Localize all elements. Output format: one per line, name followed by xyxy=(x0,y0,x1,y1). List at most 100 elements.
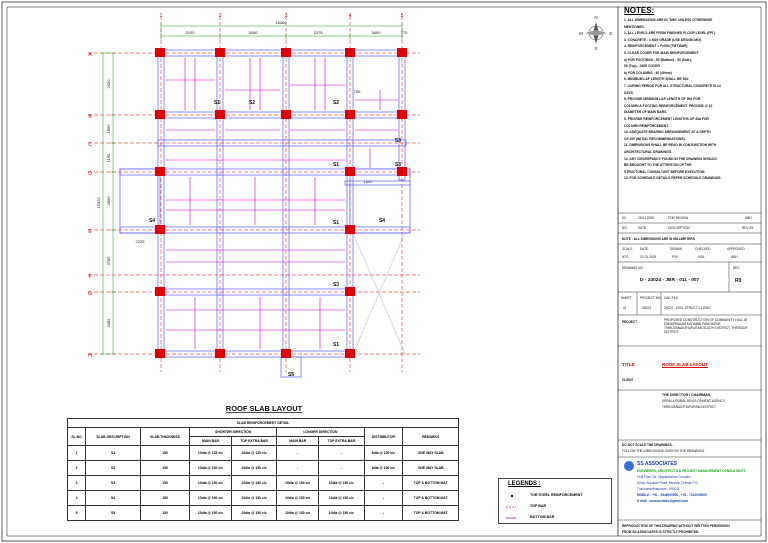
bay-dimension: 3100 xyxy=(186,30,196,35)
table-cell: 10dia @ 150 c/c xyxy=(318,505,365,521)
table-cell: 10dia @ 150 c/c xyxy=(318,490,365,506)
note-line: 2. ALL LEVELS ARE FROM FINISHED FLOOR LE… xyxy=(624,31,716,36)
slab-mark: S4 xyxy=(379,218,385,224)
rev-header-desc: DESCRIPTION xyxy=(668,226,690,230)
title-label: TITLE xyxy=(622,362,635,367)
info-scale-label: SCALE xyxy=(622,247,633,251)
table-cell: 150 xyxy=(139,490,191,506)
legend-item: TOP BAR xyxy=(530,504,547,508)
note-line: 13. FOR SCHEDULE DETAILS REFER SCHEDULE … xyxy=(624,176,722,181)
group-header-long: LONGER DIRECTION xyxy=(276,427,365,437)
firm-line2: First Floor 2A, Vijayalakshmi Complex, xyxy=(637,475,692,479)
table-cell: - xyxy=(276,445,320,461)
table-cell: 1 xyxy=(66,445,87,461)
table-cell: 5 xyxy=(66,505,87,521)
opening-cross xyxy=(352,232,406,355)
dimension-lines xyxy=(100,23,403,355)
beams xyxy=(119,49,411,378)
table-cell: S3 xyxy=(85,475,141,491)
rev-header-by: REV BY xyxy=(742,226,754,230)
table-cell: 10dia @ 150 c/c xyxy=(318,475,365,491)
small-dimension: 750 xyxy=(354,89,361,94)
firm-line4: Thiruvananthapuram - 695011 xyxy=(637,487,680,491)
firm-line1: ENGINEERS, ARCHITECTS & PROJECT MANAGEME… xyxy=(637,469,746,473)
col-header: MAIN BAR xyxy=(276,436,320,446)
client-line2: KERALA RURAL DEVELOPMENT AGENCY, xyxy=(662,399,726,403)
drawing-no: D - 24024 - JBR - 011 - 007 xyxy=(640,278,700,283)
col-header: SLAB DESCRIPTION xyxy=(85,427,141,446)
info-scale: NTS xyxy=(622,255,629,259)
copyright-1: DO NOT SCALE THE DRAWINGS. xyxy=(622,443,673,447)
grid-row-label: C xyxy=(88,142,92,148)
rev-header-date: DATE xyxy=(638,226,647,230)
svg-text:N: N xyxy=(594,15,597,20)
note-line: b) FOR COLUMNS : 40 (40mm) xyxy=(624,70,672,75)
table-cell: ONE WAY SLAB xyxy=(402,445,459,461)
dimension-texts: 16460 3100 3000 3375 3400 770 2030 1890 … xyxy=(96,20,408,327)
info-checked: VSA xyxy=(698,255,705,259)
slab-mark: S3 xyxy=(333,282,339,288)
row-dimension: 3082 xyxy=(106,318,111,328)
rev-description: FOR REVIEW xyxy=(668,216,689,220)
rev-header-no: NO xyxy=(622,226,627,230)
table-cell: 4 xyxy=(66,490,87,506)
legend-item: TOR STEEL REINFORCEMENT xyxy=(530,493,583,497)
info-drawn: PVK xyxy=(672,255,679,259)
grid-col-label: 1 xyxy=(160,13,163,19)
table-cell: - xyxy=(318,460,365,476)
sheet-no: 01 xyxy=(623,306,627,310)
info-date: 21-01-2025 xyxy=(640,255,657,259)
table-cell: TOP & BOTTOM MAT xyxy=(402,475,459,491)
project-no-label: PROJECT NO xyxy=(640,296,661,300)
info-approved-label: APPROVED xyxy=(727,247,745,251)
slab-mark: S5 xyxy=(288,372,294,378)
firm-line3: Ulloor-Akkulam Road, Medical College P.O… xyxy=(637,481,699,485)
overall-dimension: 16460 xyxy=(275,20,287,25)
small-dimension: 2225 xyxy=(136,239,146,244)
table-cell: 10dia @ 150 c/c xyxy=(230,490,278,506)
note-line: 3. CONCRETE : = M25 GRADE (USE DESIGN MI… xyxy=(624,37,702,42)
grid-col-label: 5 xyxy=(401,13,404,19)
bay-dimension: 3400 xyxy=(372,30,382,35)
title-value: ROOF SLAB LAYOUT xyxy=(662,362,708,367)
drawing-no-label: DRAWING NO xyxy=(622,266,643,270)
table-cell: 3 xyxy=(66,475,87,491)
grid-row-label: B xyxy=(88,114,92,120)
col-header: TOP EXTRA BAR xyxy=(230,436,278,446)
rev-value: R0 xyxy=(735,278,742,284)
note-line: COLUMN REINFORCEMENT. xyxy=(624,123,669,128)
slab-mark: S1 xyxy=(333,162,339,168)
units-note: NOTE : ALL DIMENSIONS ARE IN MILLIMETERS xyxy=(622,237,695,241)
slab-mark: S4 xyxy=(149,218,155,224)
cad-file-label: CAD FILE xyxy=(664,296,679,300)
bay-dimension: 770 xyxy=(401,30,408,35)
info-drawn-label: DRAWN xyxy=(670,247,682,251)
group-header-short: SHORTER DIRECTION xyxy=(189,427,278,437)
table-cell: ONE WAY SLAB xyxy=(402,460,459,476)
slab-schedule-table: SLAB REINFORCEMENT DETAIL SL.NO SLAB DES… xyxy=(66,418,459,521)
schedule-title: SLAB REINFORCEMENT DETAIL xyxy=(67,418,459,428)
footer-1: REPRODUCTION OF THIS DRAWING WITHOUT WRI… xyxy=(622,524,730,528)
slab-mark: S1 xyxy=(333,220,339,226)
bay-dimension: 3375 xyxy=(314,30,324,35)
notes-title: NOTES: xyxy=(624,6,655,15)
note-line: DAYS. xyxy=(624,90,634,95)
row-dimension: 3785 xyxy=(106,256,111,266)
sheet-inner-border xyxy=(6,6,762,537)
grid-row-label: D xyxy=(88,171,92,177)
note-line: 12. ANY DISCREPANCY FOUND IN THE DRAWING… xyxy=(624,156,717,161)
slab-mark: S2 xyxy=(249,100,255,106)
project-no: 24024 xyxy=(642,306,651,310)
table-cell: 10dia @ 150 c/c xyxy=(189,490,232,506)
grid-row-label: G xyxy=(88,291,92,297)
note-line: 7. CURING PERIOD FOR ALL STRUCTURAL CONC… xyxy=(624,84,721,88)
note-line: 8. PROVIDE MINIMUM LAP LENGTH OF 50d FOR xyxy=(624,97,701,102)
table-cell: 150 xyxy=(139,475,191,491)
table-cell: 150 xyxy=(139,505,191,521)
grid-col-label: 4 xyxy=(349,13,352,19)
